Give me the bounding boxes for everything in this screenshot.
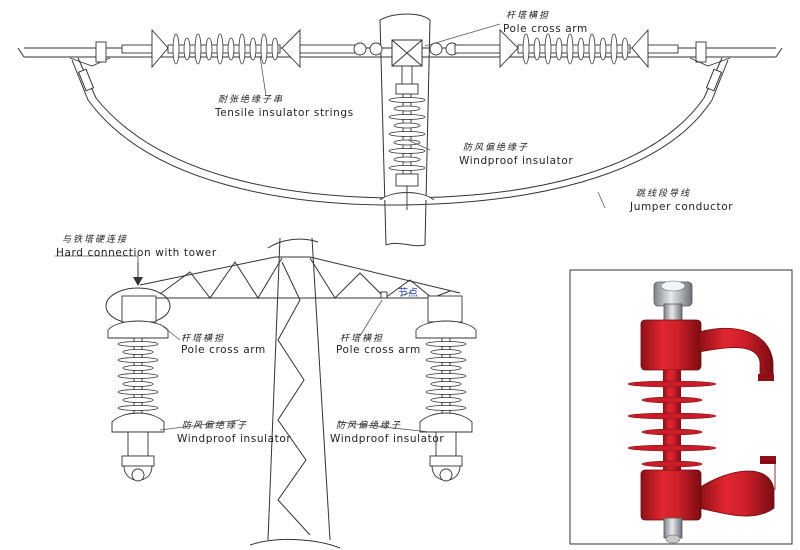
- label-windproof-top-en: Windproof insulator: [459, 155, 574, 167]
- windproof-shed: [122, 349, 154, 355]
- label-windproof-top-zh: 防风偏绝缘子: [463, 143, 530, 153]
- label-left-windproof-zh: 防风偏绝缘子: [182, 421, 249, 431]
- hard-connection-circle: [105, 262, 171, 325]
- label-right-windproof-en: Windproof insulator: [330, 433, 445, 445]
- windproof-shed: [122, 381, 154, 387]
- windproof-shed: [117, 357, 159, 363]
- windproof-shed: [430, 365, 462, 371]
- windproof-shed: [388, 131, 426, 137]
- red-shed: [641, 460, 703, 468]
- windproof-shed: [425, 357, 467, 363]
- tensile-shed: [577, 37, 585, 61]
- top-tower-body: [379, 13, 431, 247]
- label-left-cross-arm-en: Pole cross arm: [181, 344, 266, 356]
- label-right-windproof-zh: 防风偏绝缘子: [336, 421, 403, 431]
- red-shed: [641, 428, 703, 436]
- tensile-shed: [194, 33, 202, 65]
- tensile-shed: [599, 37, 607, 61]
- tensile-shed: [522, 33, 530, 65]
- tensile-shed: [271, 37, 279, 61]
- tensile-shed: [238, 33, 246, 65]
- label-tensile-zh: 耐张绝缘子串: [218, 95, 285, 105]
- tensile-shed: [544, 33, 552, 65]
- windproof-shed: [430, 397, 462, 403]
- label-jumper-zh: 跳线段导线: [636, 189, 692, 199]
- tensile-shed: [260, 33, 268, 65]
- windproof-shed: [117, 389, 159, 395]
- windproof-shed: [393, 156, 421, 163]
- label-right-cross-arm-zh: 杆塔横担: [340, 334, 385, 344]
- windproof-shed: [122, 365, 154, 371]
- red-shed: [641, 396, 703, 404]
- label-left-windproof-en: Windproof insulator: [177, 433, 292, 445]
- windproof-shed: [117, 341, 159, 347]
- windproof-shed: [388, 148, 426, 154]
- top-windproof-insulator: [379, 65, 435, 210]
- windproof-shed: [430, 381, 462, 387]
- tensile-shed: [555, 37, 563, 61]
- tensile-shed: [533, 37, 541, 61]
- label-jumper-en: Jumper conductor: [630, 201, 734, 213]
- left-vertical-insulator: [107, 295, 169, 482]
- label-node: 节点: [398, 288, 418, 299]
- red-shed: [627, 412, 717, 420]
- top-assembly: [17, 13, 783, 247]
- label-top-cross-arm-zh: 杆塔横担: [506, 11, 551, 21]
- red-windproof-insulator: [627, 280, 776, 544]
- windproof-shed: [388, 114, 426, 120]
- bottom-tower: [139, 237, 461, 549]
- windproof-shed: [388, 165, 426, 171]
- tensile-shed: [216, 33, 224, 65]
- tower-leg-right: [311, 237, 331, 541]
- tensile-shed: [249, 37, 257, 61]
- windproof-shed: [122, 397, 154, 403]
- tensile-shed: [205, 37, 213, 61]
- label-left-cross-arm-zh: 杆塔横担: [181, 334, 226, 344]
- windproof-shed: [425, 373, 467, 379]
- tensile-shed: [610, 33, 618, 65]
- tensile-shed: [183, 37, 191, 61]
- truss-top-chord: [139, 256, 461, 294]
- windproof-shed: [388, 97, 426, 103]
- tensile-shed: [172, 33, 180, 65]
- tensile-shed: [621, 37, 629, 61]
- label-tensile-en: Tensile insulator strings: [215, 107, 354, 119]
- bottom-leader-lines: [55, 255, 431, 433]
- windproof-shed: [425, 405, 467, 411]
- tensile-shed: [566, 33, 574, 65]
- windproof-shed: [117, 405, 159, 411]
- windproof-shed: [430, 349, 462, 355]
- windproof-shed: [117, 373, 159, 379]
- right-tensile-string: [429, 28, 731, 69]
- windproof-shed: [393, 139, 421, 146]
- label-hard-connection-zh: 与铁塔硬连接: [62, 235, 129, 245]
- windproof-shed: [425, 341, 467, 347]
- right-vertical-insulator: [415, 295, 477, 482]
- red-shed: [627, 380, 717, 388]
- label-hard-connection-en: Hard connection with tower: [56, 247, 217, 259]
- tensile-shed: [227, 37, 235, 61]
- windproof-shed: [425, 389, 467, 395]
- node-marker: [380, 291, 388, 299]
- label-right-cross-arm-en: Pole cross arm: [336, 344, 421, 356]
- label-top-cross-arm-en: Pole cross arm: [503, 23, 588, 35]
- windproof-shed: [393, 122, 421, 129]
- tower-leg-left: [267, 237, 281, 541]
- left-tensile-string: [69, 28, 383, 69]
- top-leader-lines: [259, 23, 606, 209]
- tensile-shed: [588, 33, 596, 65]
- red-shed: [627, 444, 717, 452]
- windproof-shed: [393, 105, 421, 112]
